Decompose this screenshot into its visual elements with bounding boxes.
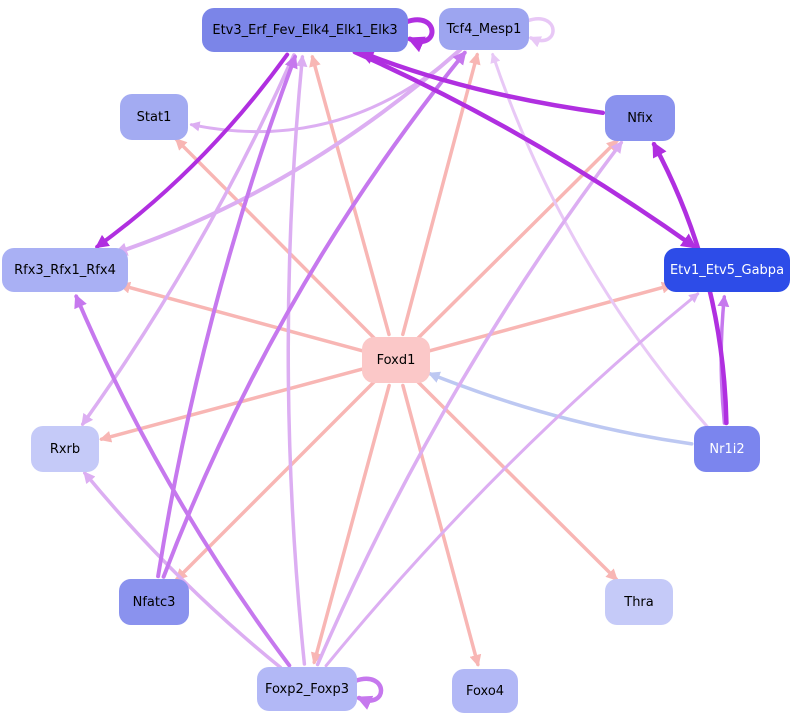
edge-etv3-to-rfx3 bbox=[94, 52, 290, 249]
edge-foxp2-to-rxrb bbox=[83, 471, 283, 670]
edge-foxd1-to-nfix bbox=[415, 139, 619, 341]
node-label-etv1: Etv1_Etv5_Gabpa bbox=[669, 262, 785, 278]
node-nr1i2[interactable]: Nr1i2 bbox=[694, 426, 760, 472]
node-etv3[interactable]: Etv3_Erf_Fev_Elk4_Elk1_Elk3 bbox=[202, 8, 408, 52]
edge-nfix-to-etv3 bbox=[358, 49, 606, 116]
edge-foxp2-to-nfix bbox=[315, 140, 624, 667]
edge-foxd1-to-nfatc3 bbox=[175, 379, 377, 581]
edge-etv3-to-rxrb bbox=[80, 53, 296, 427]
node-stat1[interactable]: Stat1 bbox=[120, 94, 188, 140]
self-loop-edge-foxp2 bbox=[352, 676, 384, 710]
edge-foxd1-to-etv3 bbox=[309, 54, 391, 337]
edge-nr1i2-to-tcf4 bbox=[490, 52, 710, 429]
node-label-foxo4: Foxo4 bbox=[465, 683, 505, 699]
edge-foxp2-to-etv3 bbox=[286, 54, 308, 666]
node-thra[interactable]: Thra bbox=[605, 579, 673, 625]
node-label-stat1: Stat1 bbox=[136, 109, 172, 125]
self-loop-edge-tcf4 bbox=[525, 17, 555, 48]
node-etv1[interactable]: Etv1_Etv5_Gabpa bbox=[664, 248, 790, 292]
node-label-foxd1: Foxd1 bbox=[376, 352, 416, 368]
node-label-rxrb: Rxrb bbox=[49, 441, 81, 457]
node-foxo4[interactable]: Foxo4 bbox=[452, 669, 518, 713]
edge-foxd1-to-thra bbox=[415, 379, 619, 582]
node-tcf4[interactable]: Tcf4_Mesp1 bbox=[439, 8, 529, 50]
self-loop-edge-etv3 bbox=[403, 17, 435, 53]
node-rxrb[interactable]: Rxrb bbox=[31, 426, 99, 472]
node-label-thra: Thra bbox=[624, 594, 654, 610]
edge-nfatc3-to-etv3 bbox=[156, 54, 298, 579]
edge-foxd1-to-rfx3 bbox=[118, 281, 364, 353]
node-label-rfx3: Rfx3_Rfx1_Rfx4 bbox=[14, 262, 116, 278]
node-label-foxp2: Foxp2_Foxp3 bbox=[264, 681, 350, 697]
node-label-nfix: Nfix bbox=[627, 110, 653, 126]
edge-foxd1-to-etv1 bbox=[428, 281, 674, 353]
edge-foxd1-to-foxp2 bbox=[310, 383, 391, 665]
node-label-tcf4: Tcf4_Mesp1 bbox=[446, 21, 522, 37]
edge-foxp2-to-etv1 bbox=[324, 292, 700, 668]
edge-foxd1-to-rxrb bbox=[99, 367, 364, 443]
edge-nfatc3-to-tcf4 bbox=[161, 50, 467, 579]
edge-foxd1-to-stat1 bbox=[174, 137, 377, 341]
node-rfx3[interactable]: Rfx3_Rfx1_Rfx4 bbox=[2, 248, 128, 292]
edge-etv3-to-etv1 bbox=[352, 49, 697, 250]
node-nfix[interactable]: Nfix bbox=[605, 95, 675, 141]
edge-foxd1-to-tcf4 bbox=[401, 52, 481, 337]
node-label-nr1i2: Nr1i2 bbox=[709, 441, 745, 457]
node-label-nfatc3: Nfatc3 bbox=[132, 594, 176, 610]
node-nfatc3[interactable]: Nfatc3 bbox=[119, 579, 189, 625]
edge-foxp2-to-rfx3 bbox=[74, 293, 292, 668]
edge-tcf4-to-stat1 bbox=[189, 48, 462, 134]
node-foxp2[interactable]: Foxp2_Foxp3 bbox=[257, 667, 357, 711]
node-label-etv3: Etv3_Erf_Fev_Elk4_Elk1_Elk3 bbox=[212, 22, 398, 38]
node-foxd1[interactable]: Foxd1 bbox=[362, 337, 430, 383]
edge-foxd1-to-foxo4 bbox=[401, 383, 482, 667]
